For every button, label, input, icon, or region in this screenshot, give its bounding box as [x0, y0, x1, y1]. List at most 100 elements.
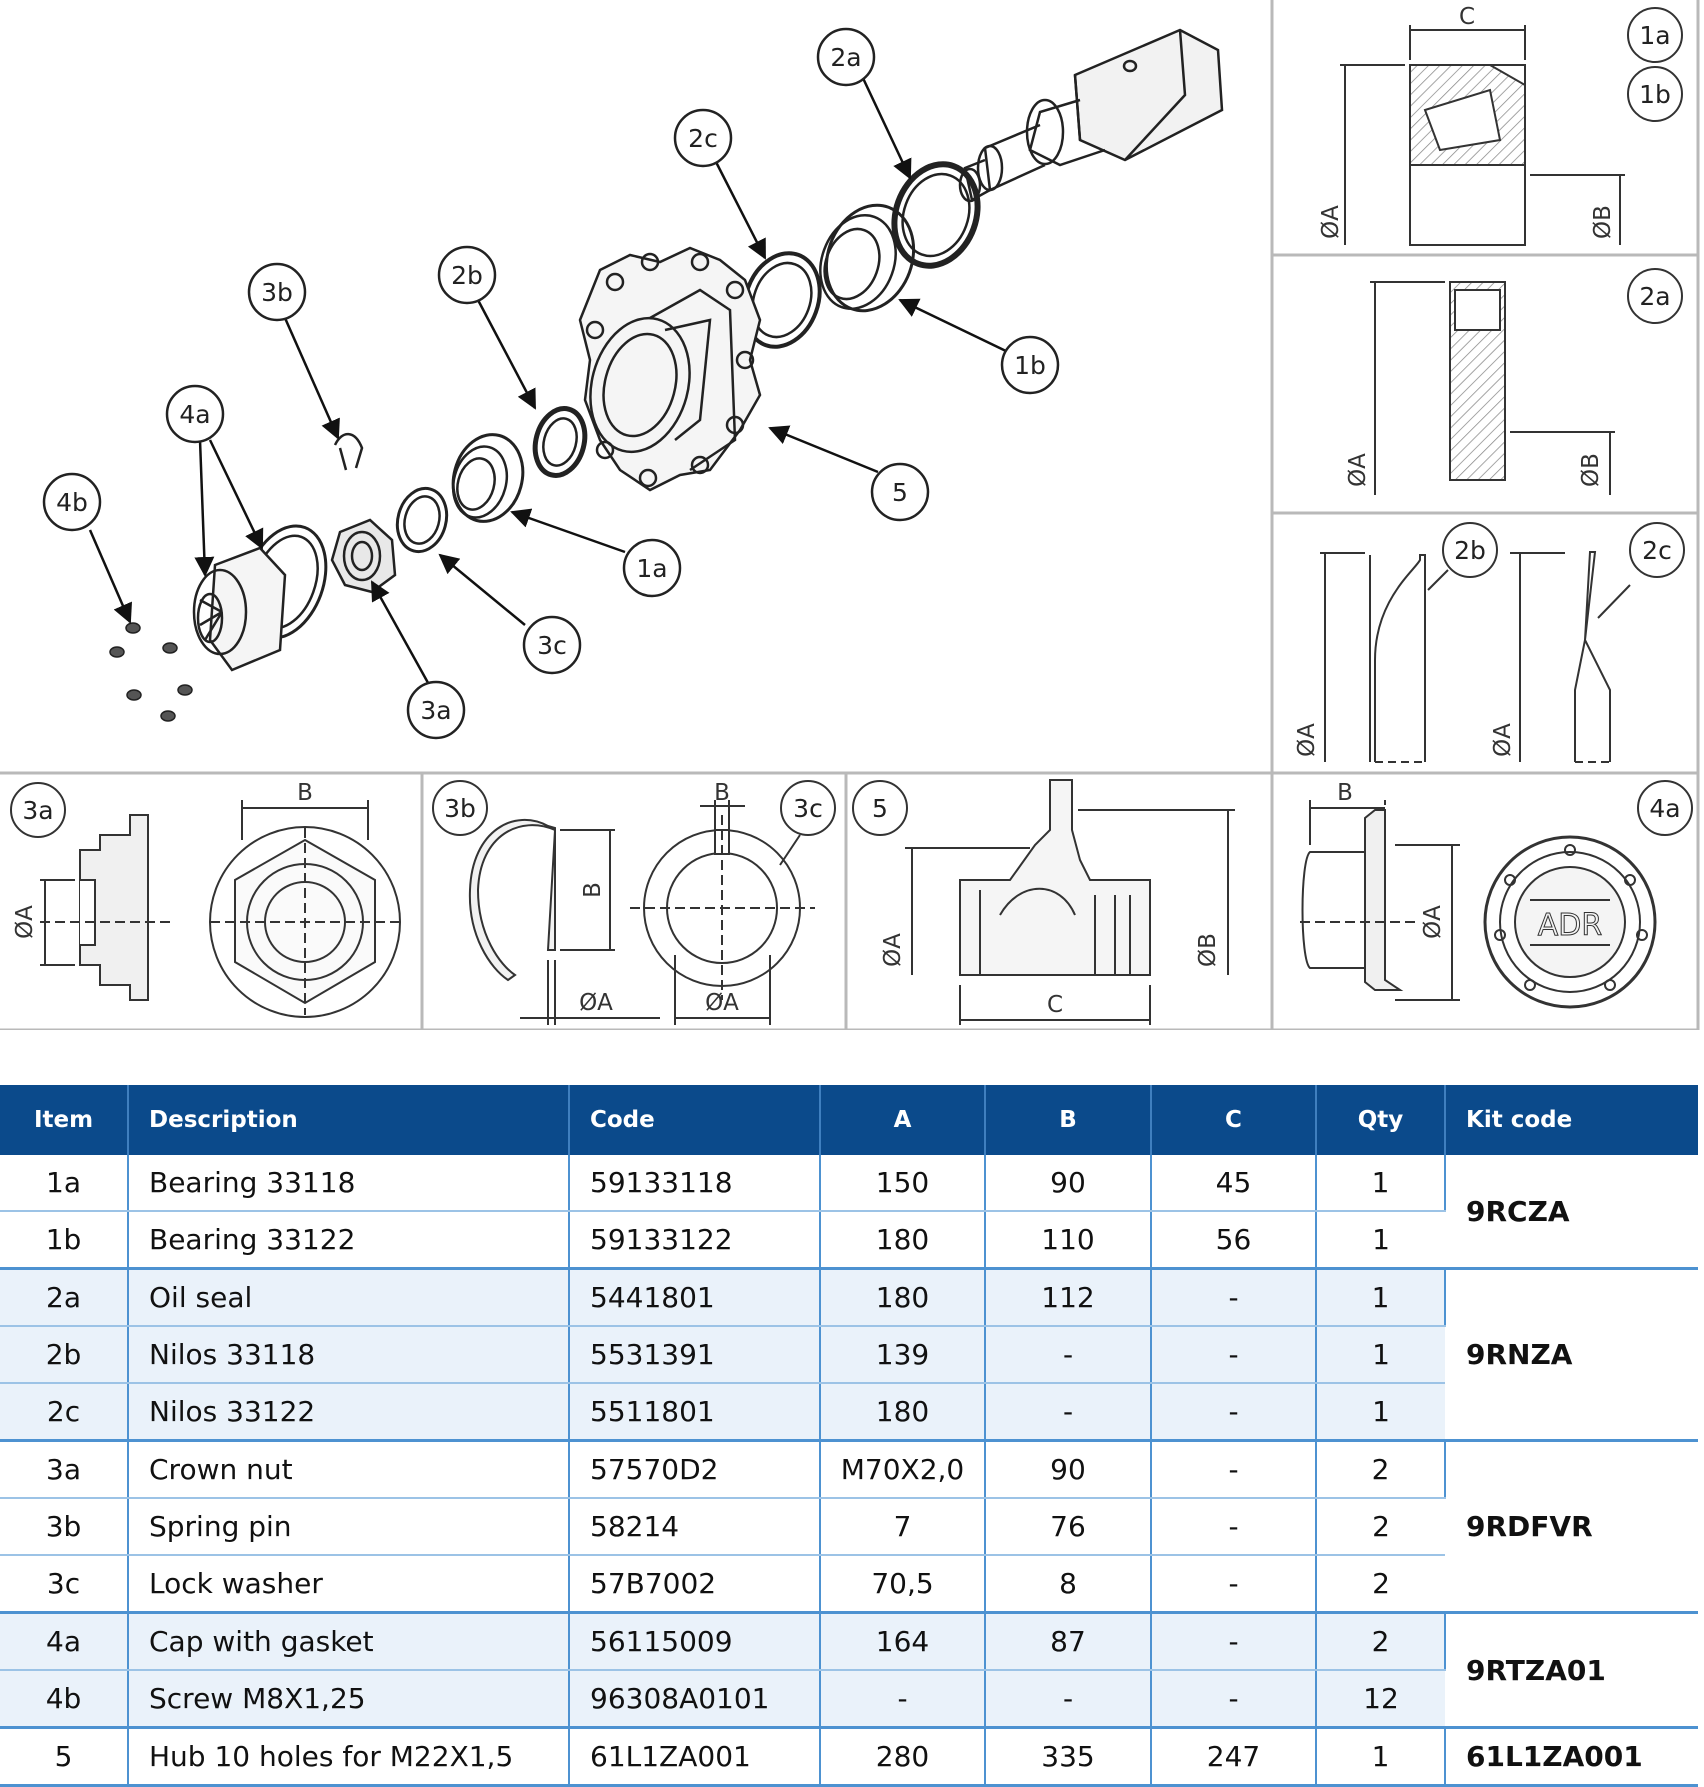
- svg-text:ØA: ØA: [1345, 453, 1371, 487]
- svg-text:C: C: [1047, 992, 1063, 1018]
- exploded-view-figure: 2a 2c 2b 3b 4a 4b 1b 5 1a 3c 3a C ØA ØB …: [0, 0, 1700, 1032]
- table-row: 3a Crown nut 57570D2 M70X2,0 90 - 2 9RDF…: [0, 1440, 1698, 1614]
- part-4a-cap-gasket: [192, 524, 328, 672]
- part-1a-bearing: [451, 433, 525, 523]
- cell-description: Bearing 33122: [128, 1211, 570, 1270]
- part-3c-lock-washer: [395, 486, 449, 554]
- cell-qty: 1: [1316, 1155, 1446, 1212]
- cell-description: Crown nut: [128, 1440, 570, 1499]
- svg-text:4a: 4a: [1649, 794, 1680, 823]
- cell-c: 45: [1151, 1155, 1317, 1212]
- callout-1b: 1b: [1000, 335, 1060, 395]
- callouts: 2a 2c 2b 3b 4a 4b 1b 5 1a 3c 3a: [42, 27, 1060, 740]
- cell-qty: 1: [1316, 1268, 1446, 1327]
- cell-description: Oil seal: [128, 1268, 570, 1327]
- cell-description: Nilos 33118: [128, 1326, 570, 1384]
- leader-lines: [88, 75, 1009, 691]
- part-3a-crown-nut: [330, 518, 397, 594]
- cell-qty: 1: [1316, 1326, 1445, 1384]
- svg-text:2b: 2b: [451, 261, 483, 290]
- detail-2a: ØA ØB 2a: [1345, 268, 1683, 495]
- cell-a: 180: [820, 1211, 986, 1270]
- svg-text:ØB: ØB: [1578, 453, 1604, 487]
- svg-text:ØA: ØA: [705, 990, 739, 1016]
- cell-a: 164: [820, 1612, 986, 1671]
- svg-text:1a: 1a: [1639, 21, 1670, 50]
- svg-text:B: B: [714, 780, 730, 806]
- part-3b-spring-pin: [333, 432, 364, 471]
- cell-c: -: [1151, 1555, 1317, 1614]
- cell-b: -: [985, 1670, 1152, 1729]
- cell-c: -: [1151, 1670, 1317, 1729]
- cell-description: Spring pin: [128, 1498, 570, 1556]
- svg-text:1a: 1a: [636, 554, 667, 583]
- svg-text:3a: 3a: [22, 796, 53, 825]
- svg-text:4a: 4a: [179, 400, 210, 429]
- cell-a: -: [820, 1670, 986, 1729]
- callout-2b: 2b: [437, 245, 497, 305]
- cell-b: 112: [985, 1268, 1152, 1327]
- cell-item: 1a: [0, 1155, 129, 1212]
- exploded-parts: [109, 28, 1224, 722]
- cell-qty: 2: [1316, 1498, 1445, 1556]
- cell-description: Nilos 33122: [128, 1383, 570, 1442]
- cell-c: 56: [1151, 1211, 1317, 1270]
- cell-code: 57570D2: [569, 1440, 821, 1499]
- table-row: 2a Oil seal 5441801 180 112 - 1 9RNZA: [0, 1268, 1698, 1442]
- detail-5: ØA ØB C 5: [852, 779, 1235, 1025]
- cell-kit-code: 9RCZA: [1445, 1155, 1698, 1270]
- svg-text:1b: 1b: [1639, 80, 1671, 109]
- cell-item: 3c: [0, 1555, 129, 1614]
- callout-2c: 2c: [673, 108, 733, 168]
- callout-2a: 2a: [816, 27, 876, 87]
- cell-code: 56115009: [569, 1612, 821, 1671]
- svg-text:3c: 3c: [793, 794, 823, 823]
- cell-b: -: [985, 1326, 1152, 1384]
- cell-b: 90: [985, 1155, 1152, 1212]
- cell-qty: 12: [1316, 1670, 1445, 1729]
- svg-text:2a: 2a: [1639, 282, 1670, 311]
- cell-b: 90: [985, 1440, 1152, 1499]
- cell-item: 4a: [0, 1612, 129, 1671]
- svg-text:ØA: ØA: [1490, 723, 1516, 757]
- cell-item: 2a: [0, 1268, 129, 1327]
- cell-c: -: [1151, 1383, 1317, 1442]
- cell-description: Hub 10 holes for M22X1,5: [128, 1727, 570, 1787]
- svg-text:B: B: [297, 780, 313, 806]
- svg-text:ØA: ØA: [579, 990, 613, 1016]
- header-b: B: [985, 1085, 1152, 1155]
- svg-text:ØB: ØB: [1590, 205, 1616, 239]
- cell-b: -: [985, 1383, 1152, 1442]
- part-4b-screws: [109, 622, 193, 722]
- cell-item: 4b: [0, 1670, 129, 1729]
- cell-a: 280: [820, 1727, 986, 1787]
- svg-text:B: B: [580, 882, 606, 898]
- cell-code: 59133122: [569, 1211, 821, 1270]
- cell-description: Lock washer: [128, 1555, 570, 1614]
- detail-4a: B ØA ADR 4a: [1300, 780, 1693, 1009]
- cell-qty: 2: [1316, 1555, 1445, 1614]
- svg-text:ØB: ØB: [1195, 933, 1221, 967]
- svg-text:ØA: ØA: [1294, 723, 1320, 757]
- svg-text:2b: 2b: [1454, 536, 1486, 565]
- svg-text:2a: 2a: [830, 43, 861, 72]
- svg-text:ØA: ØA: [1318, 205, 1344, 239]
- detail-2b-2c: ØA ØA 2b 2c: [1294, 522, 1685, 763]
- cell-item: 3a: [0, 1440, 129, 1499]
- svg-text:C: C: [1459, 4, 1475, 30]
- svg-text:4b: 4b: [56, 488, 88, 517]
- cell-code: 5441801: [569, 1268, 821, 1327]
- cell-qty: 1: [1316, 1727, 1446, 1787]
- cell-b: 335: [985, 1727, 1152, 1787]
- parts-table: Item Description Code A B C Qty Kit code…: [0, 1085, 1698, 1787]
- part-5-hub: [578, 246, 762, 492]
- svg-text:B: B: [1337, 780, 1353, 806]
- callout-1a: 1a: [622, 538, 682, 598]
- cell-c: -: [1151, 1440, 1317, 1499]
- detail-1a-1b: C ØA ØB 1a 1b: [1318, 4, 1683, 246]
- cell-a: 180: [820, 1383, 986, 1442]
- cell-c: -: [1151, 1498, 1317, 1556]
- table-row: 4b Screw M8X1,25 96308A0101 - - - 12: [0, 1670, 1698, 1729]
- svg-text:3b: 3b: [444, 794, 476, 823]
- cell-qty: 2: [1316, 1440, 1446, 1499]
